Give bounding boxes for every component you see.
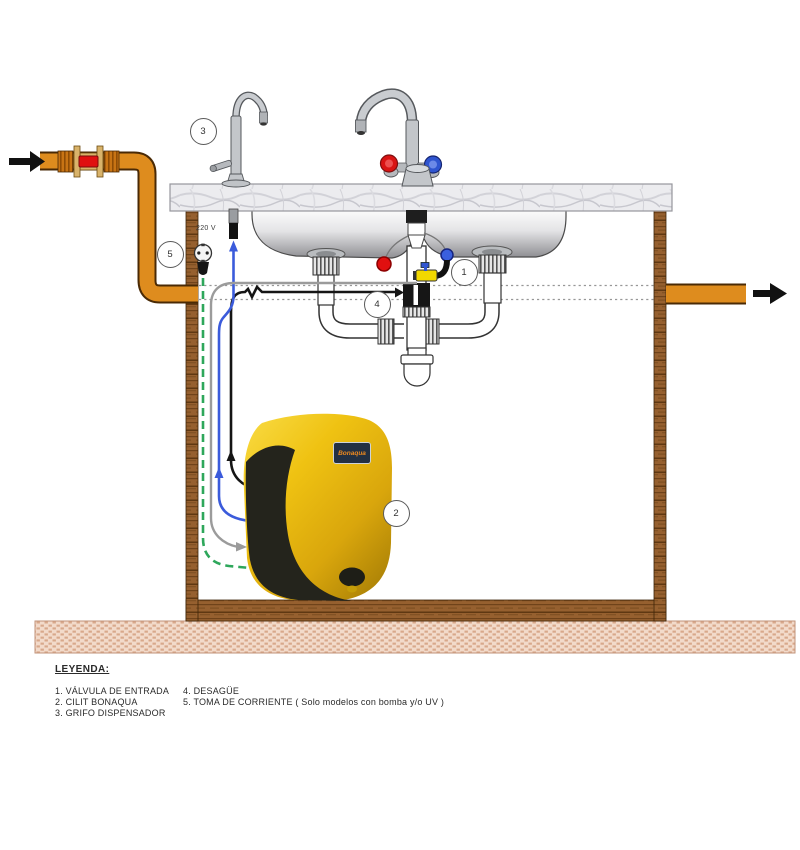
dispenser-faucet [209, 91, 268, 188]
cabinet-left-wall [185, 210, 199, 622]
voltage-label: 220 V [196, 225, 216, 232]
faucet-shank [406, 210, 427, 223]
power-plug [197, 262, 209, 275]
drain-outlet-pipe [666, 283, 787, 305]
main-faucet [355, 88, 443, 187]
cold-supply-hose [423, 232, 446, 250]
legend-item-1: 1. VÁLVULA DE ENTRADA [55, 686, 170, 696]
hot-supply-dot [376, 256, 392, 272]
floor-bricks [34, 620, 796, 654]
inlet-flow-arrow [9, 151, 45, 172]
legend-item-2: 2. CILIT BONAQUA [55, 697, 138, 707]
callout-number-5: 5 [167, 248, 173, 260]
cabinet-bottom-board [185, 599, 667, 622]
hot-supply-hose [385, 235, 409, 258]
drain-flange-right [471, 245, 513, 304]
callout-circle-1: 1 [450, 258, 478, 286]
legend-item-5: 5. TOMA DE CORRIENTE ( Solo modelos con … [183, 697, 445, 707]
drain-flange-left [306, 248, 346, 306]
callout-circle-5: 5 [156, 240, 184, 268]
legend-item-4: 4. DESAGÜE [183, 686, 240, 696]
cabinet [185, 210, 667, 622]
dispenser-faucet-shank [228, 208, 239, 239]
callout-number-2: 2 [393, 507, 399, 519]
outlet-flow-arrow [753, 283, 787, 304]
callout-circle-4: 4 [363, 290, 391, 318]
outlet-socket [193, 243, 213, 263]
unit-brand-label: Bonaqua [333, 442, 371, 464]
power-cord-green [201, 278, 251, 570]
callout-number-1: 1 [461, 266, 467, 278]
drain-assembly [306, 245, 513, 387]
drain-trap [400, 347, 434, 387]
valve-red-handle [78, 155, 99, 168]
legend-item-3: 3. GRIFO DISPENSADOR [55, 708, 166, 718]
faucet-supply-connections [376, 210, 454, 282]
legend-title: LEYENDA: [55, 664, 110, 675]
tube-dispenser-blue [214, 240, 251, 523]
water-inlet-pipe [9, 145, 198, 304]
callout-number-3: 3 [200, 125, 206, 137]
cabinet-right-wall [653, 210, 667, 622]
inlet-feed-valve [413, 262, 438, 282]
callout-number-4: 4 [374, 298, 380, 310]
callout-circle-3: 3 [189, 117, 217, 145]
countertop [169, 183, 673, 212]
power-outlet [193, 243, 213, 275]
inlet-shutoff-valve [57, 145, 120, 178]
unit-handle [339, 567, 365, 587]
tube-feed-gray [209, 281, 417, 552]
cold-supply-dot [440, 248, 454, 262]
unit-side-panel [245, 445, 352, 601]
callout-circle-2: 2 [382, 499, 410, 527]
drain-saddle-clamp [403, 283, 430, 307]
